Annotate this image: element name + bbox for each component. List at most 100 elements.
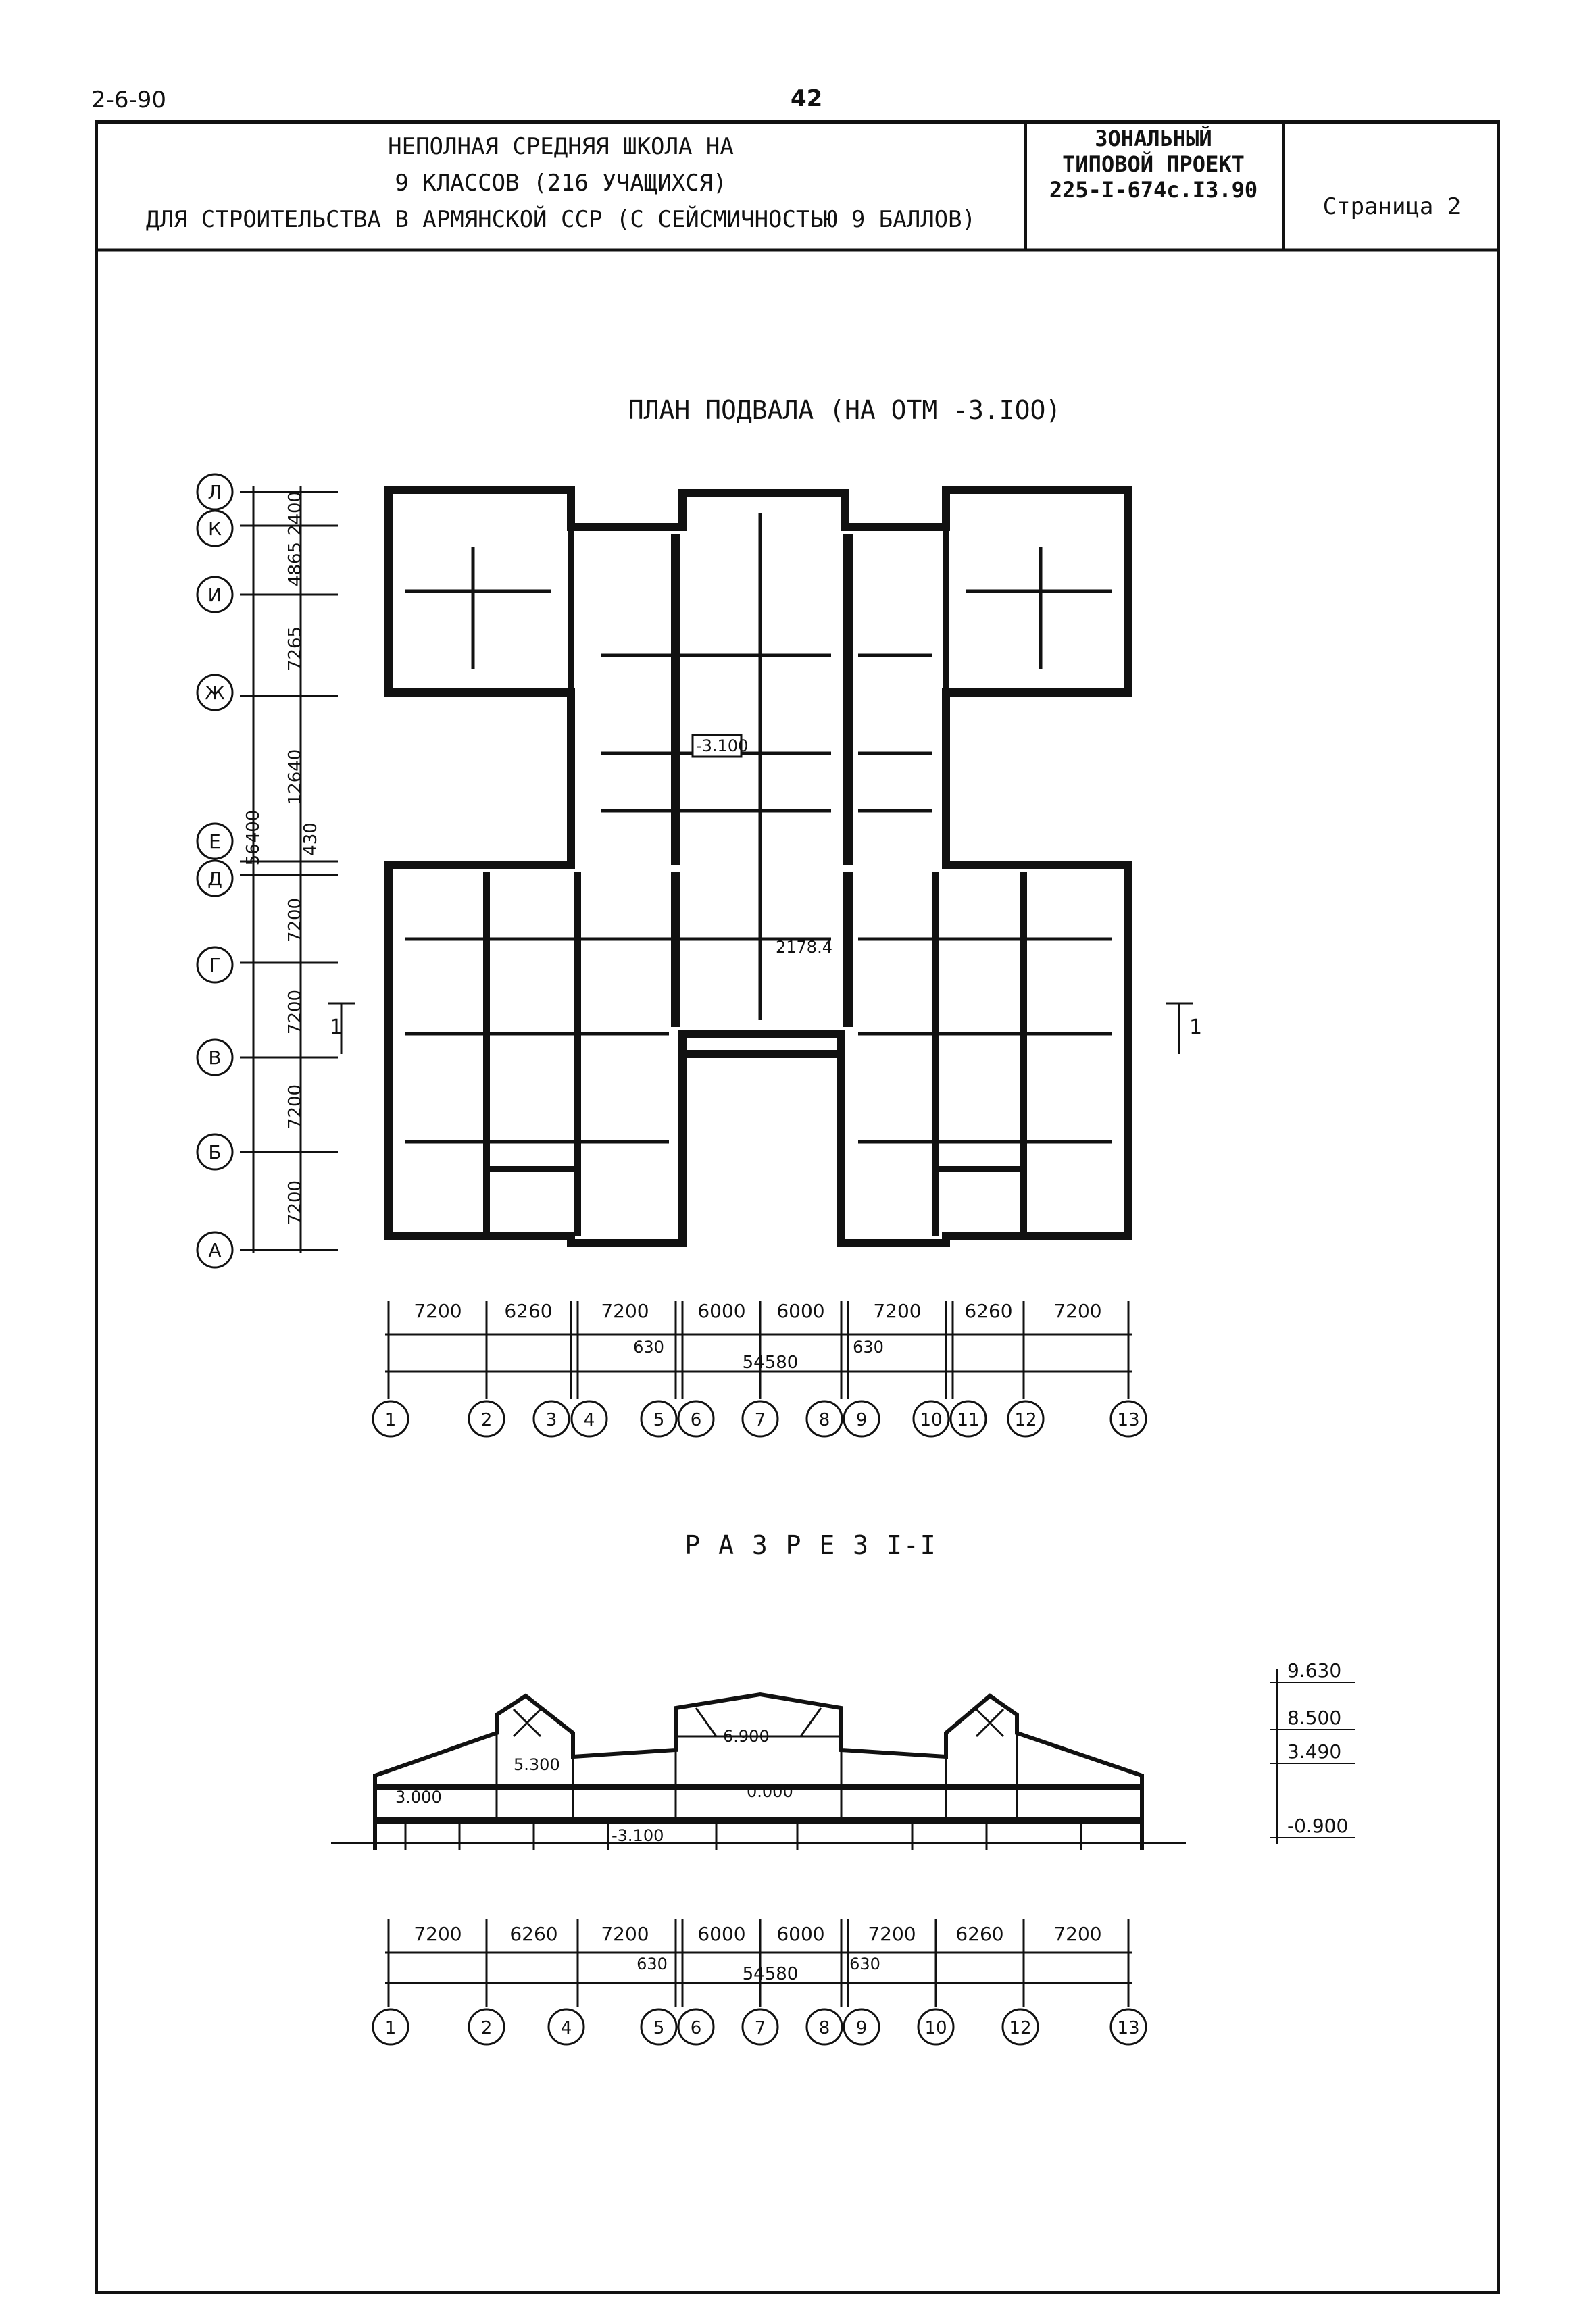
plan-level-mark: -3.100	[696, 736, 748, 755]
project-line-3: 225-I-674с.I3.90	[1049, 177, 1258, 203]
row-dim: 2400	[285, 491, 305, 536]
col-axis-label: 8	[819, 1410, 830, 1430]
col-axis-label: 2	[481, 2018, 493, 2038]
row-dim: 7200	[285, 1180, 305, 1225]
drawing-frame	[95, 120, 1500, 2294]
plan-col-axis-labels: 1 2 3 4 5 6 7 8 9 10 11 12 13	[385, 1410, 1140, 1430]
section-level-mark: 3.000	[395, 1788, 442, 1807]
col-axis-label: 1	[385, 2018, 397, 2038]
col-total-dim: 54580	[743, 1964, 799, 1984]
col-dim: 7200	[414, 1923, 462, 1945]
plan-col-dims: 7200 6260 7200 6000 6000 7200 6260 7200 …	[414, 1300, 1101, 1373]
row-axis-label: Г	[209, 954, 220, 976]
row-axis-label: Д	[207, 867, 222, 890]
plan-heading: ПЛАН ПОДВАЛА (НА ОТМ -3.IOO)	[628, 395, 1062, 425]
section-level-mark: 6.900	[723, 1727, 770, 1746]
col-small-dim: 630	[853, 1338, 884, 1357]
col-dim: 7200	[414, 1300, 462, 1322]
col-dim: 7200	[868, 1923, 916, 1945]
row-axis-label: Ж	[205, 682, 225, 704]
project-line-2: ТИПОВОЙ ПРОЕКТ	[1062, 151, 1245, 177]
col-axis-label: 7	[755, 2018, 766, 2038]
plan-walls	[384, 486, 1132, 1247]
col-dim: 6260	[964, 1300, 1012, 1322]
section-mark-right: 1	[1189, 1015, 1202, 1039]
col-dim: 7200	[601, 1923, 649, 1945]
section-building	[331, 1692, 1186, 1850]
plan-row-dims: 2400 4865 7265 12640 430 7200 7200 7200 …	[243, 491, 321, 1225]
title-line-2: 9 КЛАССОВ (216 УЧАЩИХСЯ)	[395, 170, 727, 197]
col-axis-label: 4	[584, 1410, 595, 1430]
title-block-project: ЗОНАЛЬНЫЙ ТИПОВОЙ ПРОЕКТ 225-I-674с.I3.9…	[1028, 126, 1278, 203]
col-axis-label: 3	[546, 1410, 557, 1430]
col-dim: 6000	[776, 1923, 824, 1945]
col-small-dim: 630	[633, 1338, 664, 1357]
col-axis-label: 6	[691, 1410, 702, 1430]
sheet-code: 2-6-90	[91, 86, 167, 114]
col-dim: 6260	[509, 1923, 557, 1945]
project-line-1: ЗОНАЛЬНЫЙ	[1095, 126, 1212, 151]
col-axis-label: 4	[561, 2018, 572, 2038]
col-dim: 6260	[504, 1300, 552, 1322]
section-side-marks	[1270, 1669, 1355, 1844]
section-level-marks: 5.300 3.000 6.900 0.000 -3.100	[395, 1727, 793, 1845]
col-axis-label: 11	[957, 1410, 979, 1430]
col-axis-label: 13	[1117, 2018, 1139, 2038]
row-axis-label: В	[208, 1047, 221, 1069]
col-axis-label: 5	[653, 1410, 665, 1430]
col-dim: 6260	[955, 1923, 1003, 1945]
col-total-dim: 54580	[743, 1353, 799, 1373]
row-dim: 7200	[285, 1084, 305, 1129]
col-small-dim: 630	[637, 1955, 668, 1973]
col-axis-label: 1	[385, 1410, 397, 1430]
col-axis-label: 12	[1009, 2018, 1031, 2038]
row-axis-label: И	[208, 584, 222, 606]
col-axis-label: 12	[1014, 1410, 1037, 1430]
col-axis-label: 9	[856, 1410, 868, 1430]
col-axis-label: 5	[653, 2018, 665, 2038]
col-dim: 7200	[873, 1300, 921, 1322]
plan-marks: -3.100 2178.4 1 1	[328, 734, 1202, 1054]
section-heading: Р А З Р Е З I-I	[684, 1530, 937, 1560]
section-col-axis-labels: 1 2 4 5 6 7 8 9 10 12 13	[385, 2018, 1140, 2038]
col-axis-label: 7	[755, 1410, 766, 1430]
col-axis-label: 10	[924, 2018, 947, 2038]
side-level-mark: -0.900	[1287, 1815, 1348, 1837]
col-axis-label: 2	[481, 1410, 493, 1430]
row-axis-label: К	[208, 518, 222, 540]
row-dim: 7200	[285, 990, 305, 1034]
section-col-dims: 7200 6260 7200 6000 6000 7200 6260 7200 …	[414, 1923, 1101, 1984]
col-dim: 6000	[697, 1300, 745, 1322]
title-block-page-label: Страница 2	[1322, 193, 1462, 220]
section-level-mark: 0.000	[747, 1782, 793, 1801]
col-small-dim: 630	[849, 1955, 880, 1973]
plan-row-axes	[196, 473, 338, 1269]
col-dim: 6000	[697, 1923, 745, 1945]
row-dim: 430	[301, 822, 321, 856]
row-dim: 7200	[285, 898, 305, 942]
row-dim: 4865	[285, 542, 305, 586]
col-axis-label: 10	[920, 1410, 942, 1430]
plan-area-mark: 2178.4	[776, 938, 832, 957]
row-dim: 7265	[285, 626, 305, 671]
col-dim: 7200	[601, 1300, 649, 1322]
row-total-dim: 56400	[243, 810, 264, 866]
row-axis-label: Б	[208, 1141, 221, 1163]
section-side-mark-labels: 9.630 8.500 3.490 -0.900	[1287, 1659, 1348, 1837]
title-line-3: ДЛЯ СТРОИТЕЛЬСТВА В АРМЯНСКОЙ ССР (С СЕЙ…	[145, 206, 976, 233]
side-level-mark: 9.630	[1287, 1659, 1341, 1682]
col-axis-label: 6	[691, 2018, 702, 2038]
section-col-dim-lines	[372, 1919, 1147, 2046]
col-axis-label: 9	[856, 2018, 868, 2038]
title-line-1: НЕПОЛНАЯ СРЕДНЯЯ ШКОЛА НА	[388, 133, 734, 160]
plan-col-dim-lines	[372, 1301, 1147, 1438]
col-dim: 6000	[776, 1300, 824, 1322]
title-block-title: НЕПОЛНАЯ СРЕДНЯЯ ШКОЛА НА 9 КЛАССОВ (216…	[101, 128, 1020, 243]
col-dim: 7200	[1053, 1300, 1101, 1322]
title-block-lines	[97, 122, 1498, 252]
plan-row-axis-labels: Л К И Ж Е Д Г В Б А	[205, 481, 225, 1261]
col-axis-label: 8	[819, 2018, 830, 2038]
page-number: 42	[791, 85, 823, 112]
col-dim: 7200	[1053, 1923, 1101, 1945]
